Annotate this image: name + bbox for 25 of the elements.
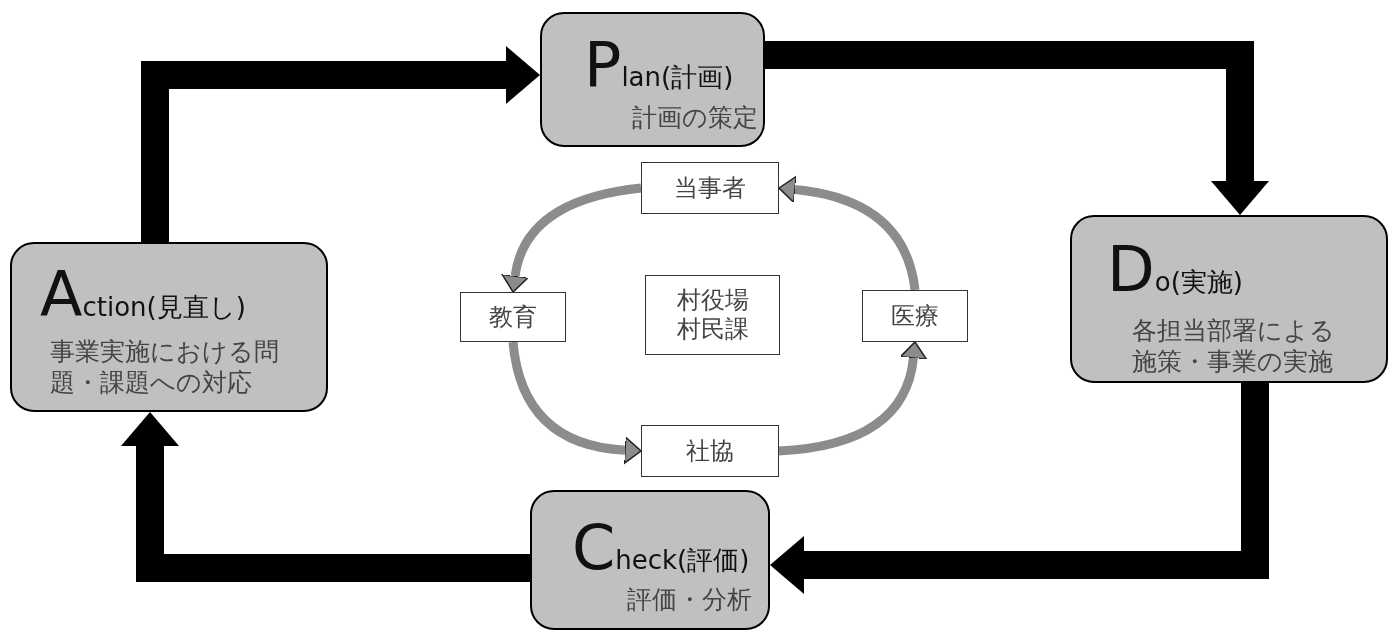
cycle-arrow <box>770 383 1269 594</box>
step-description: 各担当部署による施策・事業の実施 <box>1132 315 1336 378</box>
step-description: 評価・分析 <box>627 584 753 616</box>
step-heading: Check(評価) <box>572 517 750 579</box>
step-box <box>10 242 328 412</box>
curved-arrow <box>508 341 642 464</box>
step-box <box>1070 215 1388 383</box>
step-box <box>540 12 765 147</box>
partner-box: 医療 <box>862 290 968 342</box>
partner-box: 社協 <box>641 425 779 477</box>
step-heading: Do(実施) <box>1107 239 1243 301</box>
step-box <box>530 490 770 630</box>
step-heading: Action(見直し) <box>40 264 246 326</box>
curved-arrow <box>778 341 928 456</box>
partner-box: 当事者 <box>641 162 779 214</box>
step-description: 事業実施における問題・課題への対応 <box>50 336 280 399</box>
curved-arrow <box>501 183 642 293</box>
center-box: 村役場村民課 <box>645 275 780 355</box>
cycle-arrow <box>121 412 530 582</box>
step-description: 計画の策定 <box>632 102 759 134</box>
cycle-arrow <box>141 46 540 242</box>
cycle-arrow <box>765 41 1269 215</box>
partner-box: 教育 <box>460 292 566 342</box>
curved-arrow <box>778 175 920 291</box>
step-heading: Plan(計画) <box>584 34 734 96</box>
